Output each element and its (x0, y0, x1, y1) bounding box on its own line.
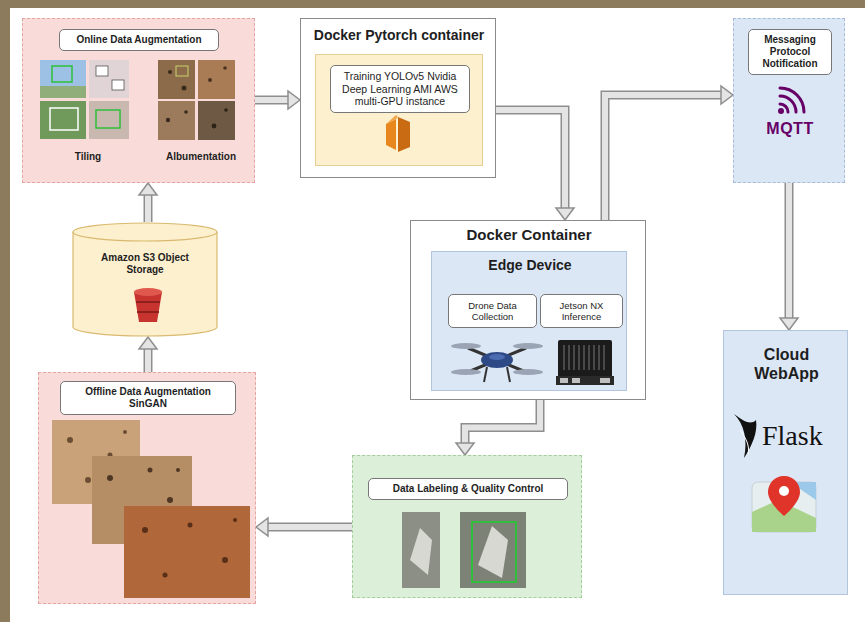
text-holder: Jetson NX Inference (541, 295, 622, 327)
process-box: Drone Data Collection (448, 294, 537, 328)
flow-arrow (496, 110, 574, 220)
text-holder: Amazon S3 Object Storage (85, 252, 205, 276)
storage-label: Amazon S3 Object Storage (85, 252, 205, 276)
arrow-outline (255, 96, 288, 105)
logo-text: MQTT (740, 119, 840, 138)
training-box: Training YOLOv5 Nvidia Deep Learning AMI… (315, 54, 483, 166)
text-holder: Tiling (43, 151, 133, 163)
augmentation-panel: Online Data AugmentationTiling Albumentat… (22, 18, 255, 183)
arrow-head (139, 183, 157, 195)
arrow-head (456, 443, 474, 455)
flow-arrow (139, 337, 157, 372)
labeling-images (402, 512, 526, 588)
image-label: Tiling (43, 151, 133, 163)
training-text: Training YOLOv5 Nvidia Deep Learning AMI… (330, 65, 470, 113)
logo-text: Flask (762, 419, 842, 453)
arrow-outline (144, 195, 153, 222)
arrow-head (256, 518, 268, 536)
arrow-body (786, 183, 792, 318)
image-label: Albumentation (151, 151, 251, 163)
arrow-head (780, 318, 798, 330)
arrow-outline (785, 183, 794, 318)
cylinder-rim (73, 232, 217, 241)
storage-cylinder: Amazon S3 Object Storage (72, 222, 218, 337)
flow-arrow (256, 518, 352, 536)
arrow-outline (605, 95, 721, 220)
arrow-body (255, 97, 288, 103)
container-title: Docker Container (417, 226, 641, 244)
s3-icon (134, 288, 162, 322)
text-holder: Docker Container (417, 226, 641, 244)
arrow-body (496, 110, 565, 208)
cylinder-body (73, 223, 217, 336)
arrow-head (139, 337, 157, 349)
flask-logo (734, 414, 756, 458)
flow-arrow (255, 91, 300, 109)
arrow-body (465, 400, 540, 443)
arrow-outline (465, 400, 540, 443)
process-label: Drone Data Collection (449, 300, 536, 323)
mqtt-icon (780, 88, 805, 113)
jetson-image (556, 340, 614, 385)
device-title: Edge Device (438, 257, 622, 274)
arrow-body (145, 195, 151, 222)
process-box: Jetson NX Inference (540, 294, 623, 328)
text-holder: Messaging Protocol Notification (748, 29, 832, 75)
container-title: Docker Pytorch container (307, 27, 491, 44)
text-holder: Flask (762, 419, 842, 453)
messaging-panel: Messaging Protocol NotificationMQTT (733, 18, 845, 183)
arrow-outline (144, 349, 153, 372)
text-holder: Docker Pytorch container (307, 27, 491, 44)
arrow-body (145, 349, 151, 372)
arrow-outline (496, 110, 565, 208)
text-holder: Data Labeling & Quality Control (368, 478, 568, 500)
text-holder: Edge Device (438, 257, 622, 274)
aws-icon (386, 115, 410, 152)
text-holder: MQTT (740, 119, 840, 138)
flow-arrow (605, 86, 733, 220)
arrow-outline (268, 523, 352, 532)
panel-title: Cloud WebApp (732, 345, 841, 383)
text-holder: Offline Data Augmentation SinGAN (60, 381, 236, 415)
flow-arrow (780, 183, 798, 330)
drone-image (451, 343, 543, 382)
flow-arrow (139, 183, 157, 222)
container-box: Docker Pytorch containerTraining YOLOv5 … (300, 18, 496, 178)
panel-heading: Online Data Augmentation (59, 29, 219, 51)
text-holder: Cloud WebApp (732, 345, 841, 383)
tiling-images (40, 60, 129, 139)
albumentation-images (158, 60, 235, 140)
arrow-head (556, 208, 574, 220)
arrow-body (268, 524, 352, 530)
text-holder: Online Data Augmentation (59, 29, 219, 51)
flow-arrow (456, 400, 540, 455)
panel-heading: Data Labeling & Quality Control (368, 478, 568, 500)
augmentation-panel: Offline Data Augmentation SinGAN (38, 372, 256, 604)
arrow-body (605, 95, 721, 220)
text-holder: Training YOLOv5 Nvidia Deep Learning AMI… (330, 65, 470, 113)
process-label: Jetson NX Inference (541, 300, 622, 323)
singan-images (52, 420, 250, 598)
cylinder-outline (72, 222, 218, 337)
panel-heading: Messaging Protocol Notification (748, 29, 832, 75)
panel-heading: Offline Data Augmentation SinGAN (60, 381, 236, 415)
device-box: Edge DeviceDrone Data CollectionJetson N… (431, 251, 627, 391)
arrow-head (721, 86, 733, 104)
webapp-panel: Cloud WebAppFlask (723, 330, 848, 595)
text-holder: Drone Data Collection (449, 295, 536, 327)
labeling-panel: Data Labeling & Quality Control (352, 455, 582, 598)
arrow-head (288, 91, 300, 109)
container-box: Docker ContainerEdge DeviceDrone Data Co… (410, 220, 646, 400)
text-holder: Albumentation (151, 151, 251, 163)
map-icon (752, 476, 816, 532)
